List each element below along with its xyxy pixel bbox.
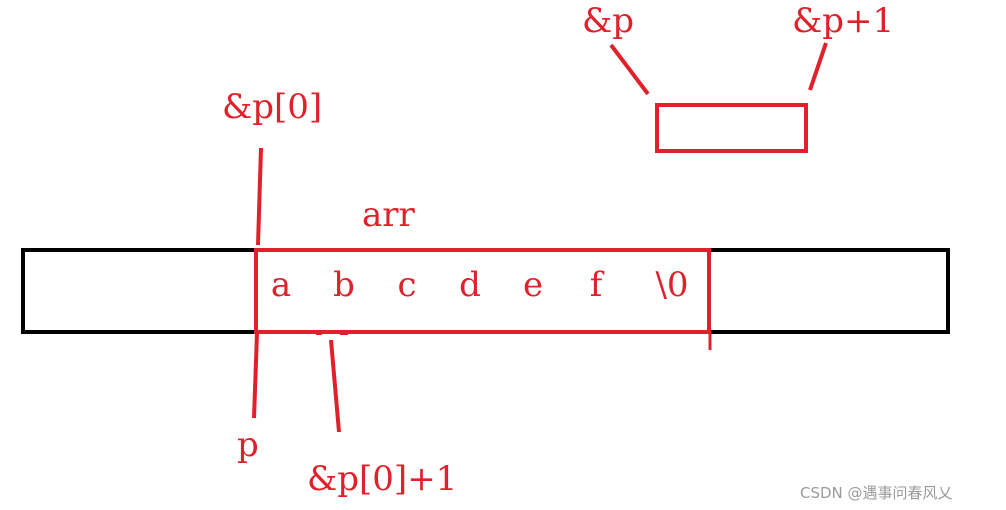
addr-p-line [609, 43, 650, 96]
label-addr-p-plus-1: &p+1 [792, 1, 895, 41]
array-cell: f [589, 265, 603, 305]
label-arr: arr [362, 195, 415, 235]
pointer-box [655, 103, 808, 153]
p-line [252, 332, 259, 419]
array-cell: b [333, 265, 355, 305]
array-cell: a [270, 265, 292, 305]
arr-region [254, 248, 711, 334]
addr-p0-plus-1-line [329, 339, 341, 433]
array-cell: e [522, 265, 544, 305]
watermark: CSDN @遇事问春风乂 [800, 484, 953, 502]
label-addr-p0: &p[0] [222, 87, 323, 127]
label-addr-p0-plus-1: &p[0]+1 [307, 459, 458, 499]
array-cell: c [397, 265, 417, 305]
addr-p0-line [256, 147, 263, 246]
label-addr-p: &p [582, 1, 635, 41]
label-p: p [237, 425, 259, 465]
array-cell: \0 [655, 265, 689, 305]
addr-p-plus-1-line [808, 42, 828, 91]
array-cell: d [459, 265, 481, 305]
